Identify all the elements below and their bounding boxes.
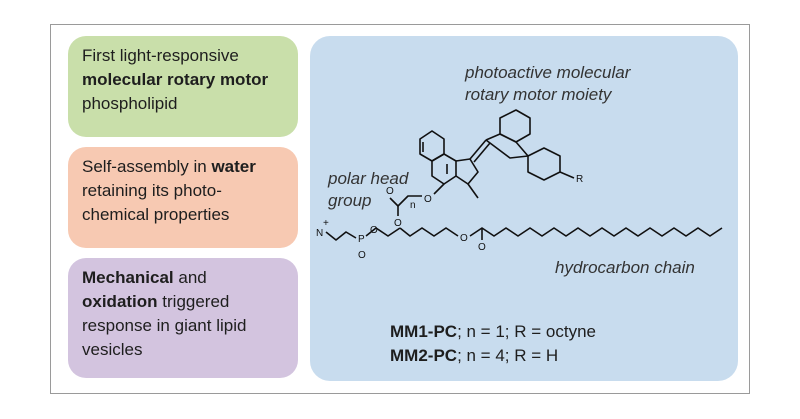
carbonyl-oxygen: O: [386, 186, 394, 197]
naphthalene-ring-b: [431, 153, 457, 185]
molecule-structure: R O O n O O O P O N + O: [316, 109, 723, 261]
ester-linker: [389, 195, 422, 207]
caption-mm1: MM1-PC; n = 1; R = octyne: [390, 322, 596, 341]
fluorene-ring-right: [527, 147, 561, 181]
r-substituent: R: [576, 174, 583, 185]
choline-chain: [325, 231, 357, 241]
structure-panel: [310, 36, 738, 381]
fluorene-five-ring: [485, 133, 529, 159]
sn1-oxygen: O: [460, 233, 468, 244]
phosphate-linker: [365, 227, 401, 237]
nitrogen: N: [316, 228, 323, 239]
hydrocarbon-chain: [469, 227, 723, 237]
caption-mm2: MM2-PC; n = 4; R = H: [390, 346, 559, 365]
r-bond: [559, 171, 575, 179]
phosphorus-o1: O: [370, 225, 378, 236]
repeat-n: n: [410, 200, 416, 211]
nitrogen-charge: +: [323, 218, 329, 229]
ester-oxygen: O: [394, 218, 402, 229]
methyl-bond: [467, 183, 479, 199]
hydrocarbon-chain-label: hydrocarbon chain: [555, 258, 695, 277]
ether-oxygen: O: [424, 194, 432, 205]
glycerol-backbone: [399, 227, 459, 237]
phosphorus: P: [358, 234, 365, 245]
fluorene-ring-top: [499, 109, 531, 143]
phosphate-oxygen: O: [358, 250, 366, 261]
cyclopentane-ring: [455, 158, 479, 185]
bond: [433, 183, 445, 195]
olefin-bond: [473, 142, 491, 163]
chain-carbonyl-oxygen: O: [478, 242, 486, 253]
olefin-bond: [469, 139, 487, 160]
